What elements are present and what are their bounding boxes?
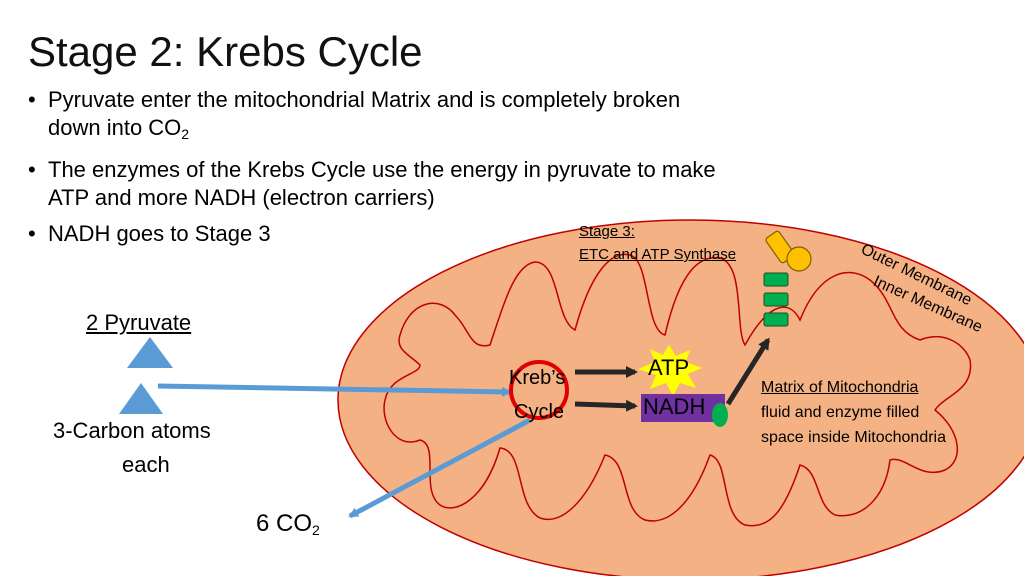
inner-membrane-cristae <box>383 253 972 527</box>
matrix-description: fluid and enzyme filled <box>761 404 920 421</box>
pyruvate-to-krebs-arrow <box>157 383 512 397</box>
etc-protein-block <box>763 272 789 287</box>
atp-label: ATP <box>648 355 690 380</box>
krebs-to-nadh-arrow <box>574 399 638 412</box>
krebs-cycle-label: Kreb’s <box>509 367 566 389</box>
subscript: 2 <box>181 126 190 142</box>
stage3-label-line2: ETC and ATP Synthase <box>579 246 737 263</box>
bullet-text-line2: ATP and more NADH (electron carriers) <box>48 185 435 210</box>
carbon-atoms-label: 3-Carbon atoms <box>53 418 211 443</box>
bullet-item: The enzymes of the Krebs Cycle use the e… <box>28 156 888 212</box>
matrix-description-line2: space inside Mitochondria <box>761 429 946 446</box>
pyruvate-triangle <box>127 337 173 368</box>
nadh-to-etc-arrow <box>725 337 771 406</box>
etc-protein-block <box>763 292 789 307</box>
krebs-cycle-label-line2: Cycle <box>514 401 565 423</box>
nadh-green-dot <box>712 403 728 427</box>
nadh-label: NADH <box>643 394 706 419</box>
matrix-title: Matrix of Mitochondria <box>761 379 919 396</box>
carbon-atoms-label-line2: each <box>122 452 170 477</box>
krebs-cycle-circle <box>509 360 569 420</box>
etc-protein-block <box>763 312 789 327</box>
bullet-text: The enzymes of the Krebs Cycle use the e… <box>48 157 716 182</box>
pyruvate-label: 2 Pyruvate <box>86 310 192 335</box>
stage3-label: Stage 3: <box>579 223 635 240</box>
bullet-item: Pyruvate enter the mitochondrial Matrix … <box>28 86 888 148</box>
co2-label: 6 CO2 <box>256 510 320 539</box>
bullet-text-line2: down into CO <box>48 115 182 140</box>
nadh-box <box>641 394 725 422</box>
bullet-text: NADH goes to Stage 3 <box>48 221 271 246</box>
krebs-to-co2-arrow <box>348 417 532 519</box>
pyruvate-triangle <box>119 383 163 414</box>
co2-text: 6 CO <box>256 510 313 537</box>
bullet-item: NADH goes to Stage 3 <box>28 220 888 248</box>
atp-synthase-icon <box>765 230 812 272</box>
co2-subscript: 2 <box>312 522 320 538</box>
bullet-list: Pyruvate enter the mitochondrial Matrix … <box>28 86 888 256</box>
atp-star <box>638 345 702 396</box>
bullet-text: Pyruvate enter the mitochondrial Matrix … <box>48 87 681 112</box>
slide-title: Stage 2: Krebs Cycle <box>28 28 423 75</box>
